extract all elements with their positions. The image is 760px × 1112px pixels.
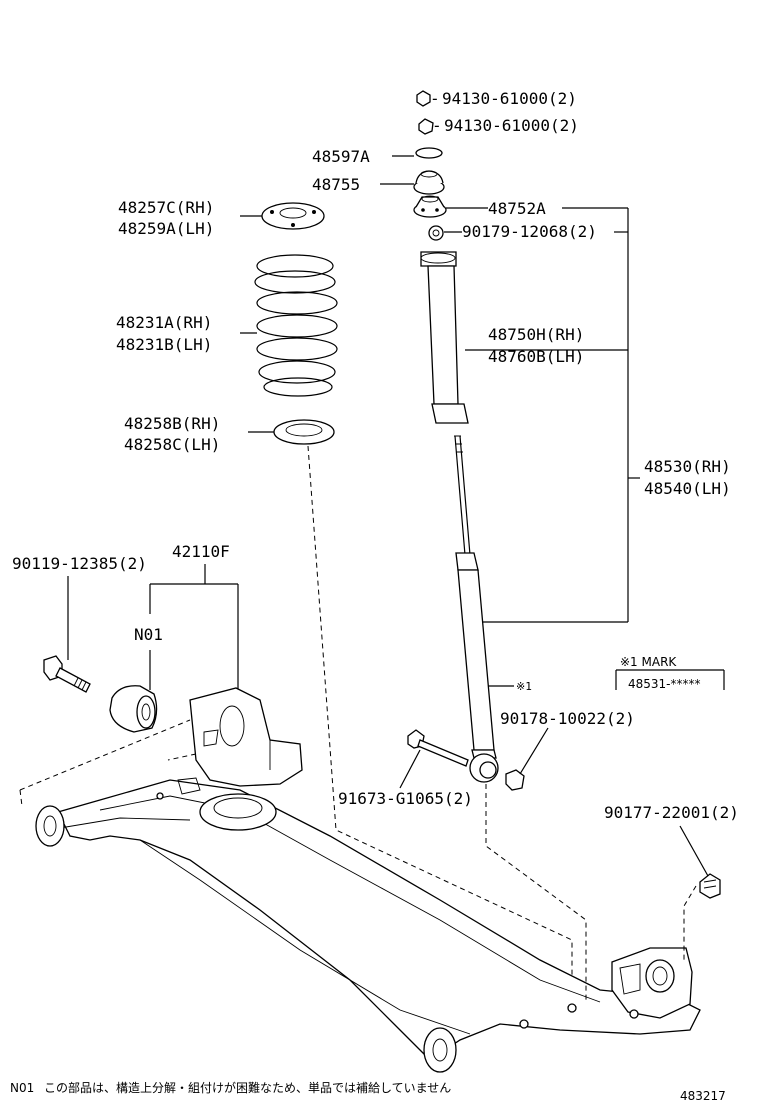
part-spring-lh[interactable]: 48231B(LH) — [116, 335, 212, 354]
support-assy-icon — [413, 195, 447, 218]
lower-spring-seat-icon — [273, 419, 335, 445]
part-absorber-rh[interactable]: 48530(RH) — [644, 457, 731, 476]
part-axle-beam[interactable]: 42110F — [172, 542, 230, 561]
part-nut-beam[interactable]: 90177-22001(2) — [604, 803, 739, 822]
axle-beam-icon — [35, 687, 701, 1073]
mark-box-title: ※1 MARK — [620, 655, 677, 669]
part-spring-rh[interactable]: 48231A(RH) — [116, 313, 212, 332]
part-support-assy[interactable]: 48752A — [488, 199, 546, 218]
part-bolt-axle[interactable]: 90119-12385(2) — [12, 554, 147, 573]
part-nut-2[interactable]: 94130-61000(2) — [444, 116, 579, 135]
part-shock-lh[interactable]: 48760B(LH) — [488, 347, 584, 366]
assy-bracket — [465, 207, 640, 623]
part-bolt-shock[interactable]: 91673-G1065(2) — [338, 789, 473, 808]
part-cushion-upper[interactable]: 48597A — [312, 147, 370, 166]
part-support-cushion[interactable]: 48755 — [312, 175, 360, 194]
part-note-ref[interactable]: N01 — [134, 625, 163, 644]
washer-icon — [415, 147, 443, 159]
mark-box — [615, 669, 725, 690]
part-bolt-lower[interactable]: 90178-10022(2) — [500, 709, 635, 728]
bolt-axle-icon — [43, 655, 91, 693]
nut-beam-icon — [699, 873, 721, 899]
mark-ref: ※1 — [516, 680, 532, 693]
bolt-shock-icon — [407, 729, 469, 767]
part-nut-retainer[interactable]: 90179-12068(2) — [462, 222, 597, 241]
shock-absorber-icon — [420, 251, 499, 783]
nut-icon-second — [418, 118, 434, 135]
bolt-lower-icon — [505, 769, 525, 791]
diagram-id: 483217 — [680, 1089, 726, 1103]
svg-text:-: - — [432, 116, 442, 135]
footnote-text: この部品は、構造上分解・組付けが困難なため、単品では補給していません — [44, 1080, 451, 1095]
part-nut-1[interactable]: 94130-61000(2) — [442, 89, 577, 108]
part-absorber-lh[interactable]: 48540(LH) — [644, 479, 731, 498]
nut-icon-top — [416, 90, 431, 107]
retainer-nut-icon — [428, 225, 444, 241]
part-shock-rh[interactable]: 48750H(RH) — [488, 325, 584, 344]
part-lower-seat-lh[interactable]: 48258C(LH) — [124, 435, 220, 454]
bushing-icon — [109, 685, 158, 733]
support-cushion-icon — [413, 170, 445, 195]
part-upper-seat-rh[interactable]: 48257C(RH) — [118, 198, 214, 217]
coil-spring-icon — [254, 254, 338, 397]
part-upper-seat-lh[interactable]: 48259A(LH) — [118, 219, 214, 238]
footnote-ref: N01 — [10, 1081, 34, 1095]
label-nut-1: - — [430, 89, 440, 108]
mark-box-value: 48531-***** — [628, 677, 701, 691]
part-lower-seat-rh[interactable]: 48258B(RH) — [124, 414, 220, 433]
upper-spring-seat-icon — [261, 202, 325, 230]
